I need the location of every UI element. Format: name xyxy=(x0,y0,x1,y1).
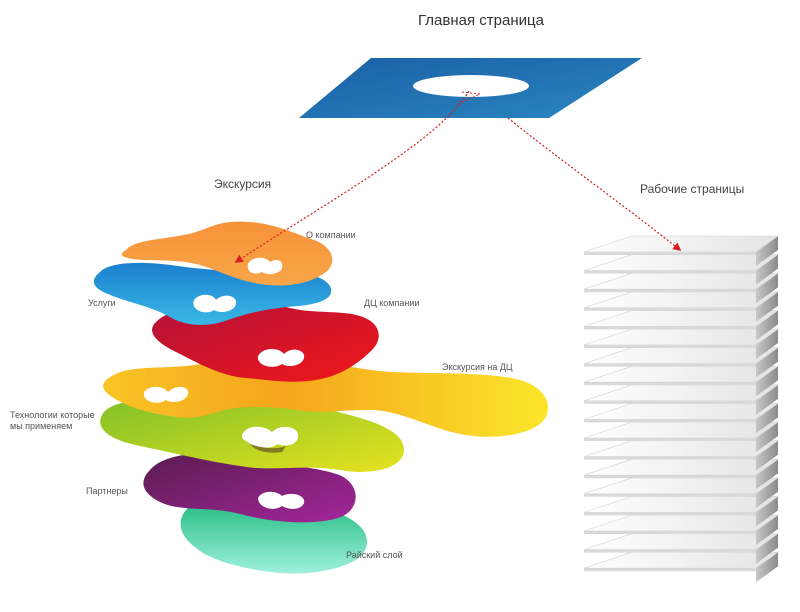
work-page-sheet xyxy=(583,272,779,304)
layer-label-tour: Экскурсия на ДЦ xyxy=(442,362,513,372)
partners-hole xyxy=(258,491,305,509)
excursion-label: Экскурсия xyxy=(214,177,272,191)
layer-label-about: О компании xyxy=(306,230,356,240)
work-page-sheet xyxy=(583,347,779,378)
arrow-to-excursion xyxy=(234,90,470,263)
work-page-sheet xyxy=(583,403,779,434)
layer-label-technologies: Технологии которые мы применяем xyxy=(10,410,95,431)
layer-tour xyxy=(103,355,549,437)
work-page-sheet xyxy=(583,365,779,397)
work-page-sheet xyxy=(583,328,779,359)
layer-label-partners: Партнеры xyxy=(86,486,128,496)
about-hole xyxy=(247,257,283,275)
work-page-sheet xyxy=(583,477,779,508)
layer-about xyxy=(121,221,333,286)
work-page-sheet xyxy=(583,421,779,452)
layer-label-dc: ДЦ компании xyxy=(364,298,420,308)
main-page-plane xyxy=(299,58,642,118)
main-page-label: Главная страница xyxy=(418,12,544,29)
work-page-sheet xyxy=(583,496,779,527)
work-page-sheet xyxy=(583,310,779,341)
layer-label-services: Услуги xyxy=(88,298,116,308)
work-page-sheet xyxy=(583,533,779,564)
services-hole xyxy=(193,294,237,313)
tour-hole xyxy=(143,386,189,403)
layer-label-paradise: Райский слой xyxy=(346,550,403,560)
dc-hole xyxy=(257,349,305,367)
arrow-to-work-pages xyxy=(507,117,682,252)
main-page-hole xyxy=(413,75,529,97)
technologies-hole xyxy=(241,426,299,448)
work-page-sheet xyxy=(583,291,779,322)
work-page-sheet xyxy=(583,551,779,583)
work-page-sheet xyxy=(583,458,779,490)
layer-partners xyxy=(143,453,356,523)
work-page-sheet xyxy=(583,384,779,415)
work-pages-label: Рабочие страницы xyxy=(640,182,745,196)
work-pages-stack xyxy=(583,235,779,583)
work-page-sheet xyxy=(583,440,779,471)
